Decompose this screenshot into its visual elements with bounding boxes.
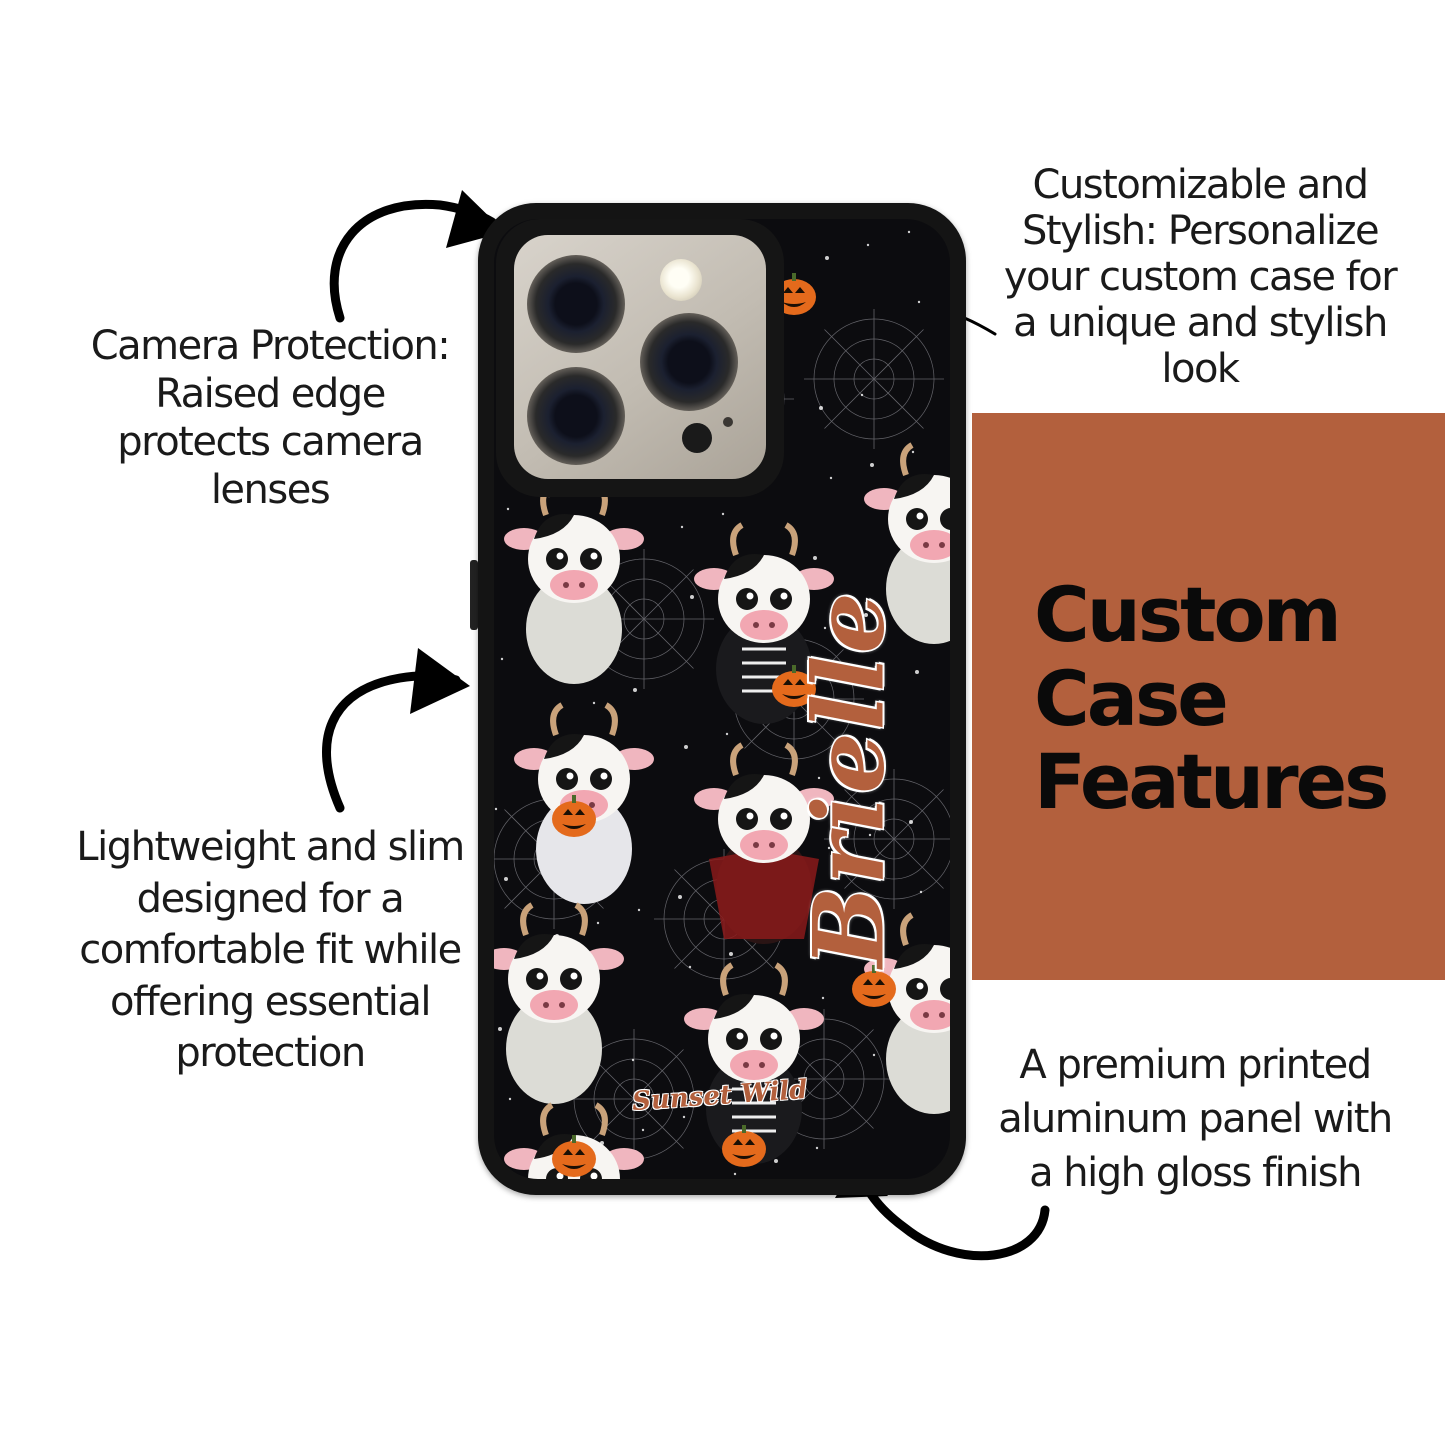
features-title: Custom Case Features xyxy=(1034,573,1434,824)
sparkle-icon xyxy=(870,463,874,467)
spiderweb-icon xyxy=(824,769,950,909)
cow-vamp-icon xyxy=(694,742,834,944)
sparkle-icon xyxy=(633,688,637,692)
sparkle-icon xyxy=(641,1128,645,1132)
camera-lens-icon xyxy=(527,367,625,465)
callout-line: offering essential xyxy=(110,978,431,1025)
sparkle-icon xyxy=(500,657,504,661)
sparkle-icon xyxy=(911,450,915,454)
callout-line: comfortable fit while xyxy=(79,927,462,974)
callout-line: Lightweight and slim xyxy=(76,824,465,870)
callout-line: Customizable and xyxy=(1032,162,1369,208)
sparkle-icon xyxy=(690,595,694,599)
sparkle-icon xyxy=(868,833,872,837)
sparkle-icon xyxy=(774,1159,778,1163)
sparkle-icon xyxy=(504,877,508,881)
callout-lightweight: Lightweight and slim designed for a comf… xyxy=(55,822,485,1080)
features-title-line: Custom xyxy=(1034,570,1342,659)
sparkle-icon xyxy=(725,732,729,736)
sparkle-icon xyxy=(494,219,496,221)
lidar-sensor-icon xyxy=(682,423,712,453)
sparkle-icon xyxy=(637,908,641,912)
pumpkin-icon xyxy=(552,795,596,837)
sparkle-icon xyxy=(919,890,923,894)
callout-line: a unique and stylish xyxy=(1013,300,1388,346)
flash-icon xyxy=(660,259,702,301)
sparkle-icon xyxy=(909,820,913,824)
camera-plate xyxy=(514,235,766,479)
cow-mummy-icon xyxy=(864,442,950,644)
sparkle-icon xyxy=(813,556,817,560)
callout-line: lenses xyxy=(210,467,331,513)
sparkle-icon xyxy=(827,846,831,850)
sparkle-icon xyxy=(682,1115,686,1119)
sparkle-icon xyxy=(866,243,870,247)
sparkle-icon xyxy=(864,613,868,617)
camera-bump xyxy=(496,219,784,497)
sparkle-icon xyxy=(631,1058,635,1062)
cow-ghost-icon xyxy=(514,702,654,904)
callout-line: your custom case for xyxy=(1003,254,1398,300)
microphone-icon xyxy=(723,417,733,427)
sparkle-icon xyxy=(733,1172,737,1176)
cow-mummy-icon xyxy=(504,482,644,684)
pumpkin-icon xyxy=(772,665,816,707)
phone-case: Brielle Sunset Wild xyxy=(478,203,966,1195)
callout-line: designed for a xyxy=(136,875,405,922)
cow-mummy-icon xyxy=(864,912,950,1114)
sparkle-icon xyxy=(817,776,821,780)
callout-line: Camera Protection: xyxy=(90,323,451,369)
callout-line: a high gloss finish xyxy=(1029,1150,1362,1196)
cow-ghost-icon xyxy=(504,1102,644,1179)
sparkle-icon xyxy=(858,763,862,767)
sparkle-icon xyxy=(917,300,921,304)
camera-lens-icon xyxy=(640,313,738,411)
sparkle-icon xyxy=(872,1053,876,1057)
callout-line: Raised edge xyxy=(155,371,386,417)
sparkle-icon xyxy=(680,525,684,529)
callout-line: protects camera xyxy=(117,419,424,465)
sparkle-icon xyxy=(688,965,692,969)
callout-customizable: Customizable and Stylish: Personalize yo… xyxy=(990,162,1410,392)
sparkle-icon xyxy=(596,921,600,925)
callout-line: A premium printed xyxy=(1019,1042,1372,1088)
features-title-line: Features xyxy=(1034,737,1389,827)
sparkle-icon xyxy=(821,996,825,1000)
callout-line: Stylish: Personalize xyxy=(1021,208,1380,254)
callout-line: look xyxy=(1161,346,1240,392)
sparkle-icon xyxy=(592,701,596,705)
pumpkin-icon xyxy=(852,965,896,1007)
sparkle-icon xyxy=(498,1027,502,1031)
sparkle-icon xyxy=(915,670,919,674)
sparkle-icon xyxy=(721,512,725,516)
callout-line: aluminum panel with xyxy=(998,1096,1393,1142)
spiderweb-icon xyxy=(804,309,944,449)
pumpkin-icon xyxy=(552,1135,596,1177)
callout-aluminum-panel: A premium printed aluminum panel with a … xyxy=(985,1038,1405,1200)
side-button xyxy=(470,560,478,630)
callout-camera-protection: Camera Protection: Raised edge protects … xyxy=(60,322,480,514)
camera-lens-icon xyxy=(527,255,625,353)
custom-name-text: Brielle xyxy=(791,589,907,969)
features-panel: Custom Case Features xyxy=(972,413,1445,980)
sparkle-icon xyxy=(729,952,733,956)
sparkle-icon xyxy=(494,807,498,811)
sparkle-icon xyxy=(907,230,911,234)
callout-line: protection xyxy=(175,1030,366,1077)
sparkle-icon xyxy=(506,507,510,511)
sparkle-icon xyxy=(825,256,829,260)
sparkle-icon xyxy=(815,1146,819,1150)
sparkle-icon xyxy=(823,626,827,630)
sparkle-icon xyxy=(678,895,682,899)
cow-skel-icon xyxy=(684,962,824,1164)
cow-mummy-icon xyxy=(494,902,624,1104)
pumpkin-icon xyxy=(722,1125,766,1167)
sparkle-icon xyxy=(508,1097,512,1101)
sparkle-icon xyxy=(874,683,878,687)
sparkle-icon xyxy=(819,406,823,410)
sparkle-icon xyxy=(829,476,833,480)
sparkle-icon xyxy=(684,745,688,749)
sparkle-icon xyxy=(860,393,864,397)
features-title-line: Case xyxy=(1034,653,1229,743)
